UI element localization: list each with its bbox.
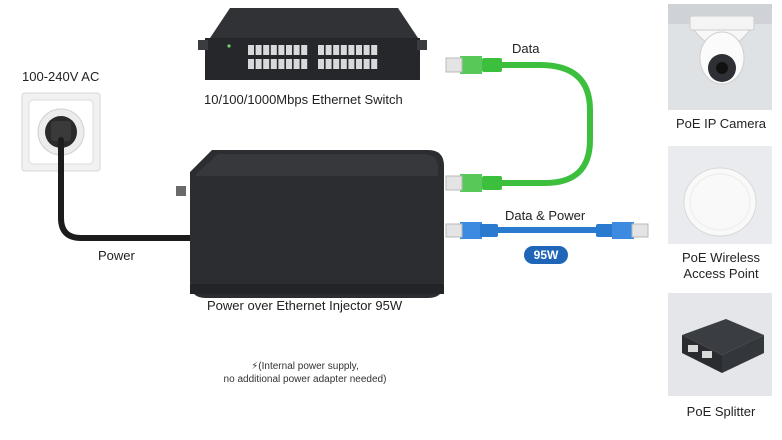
switch-port xyxy=(356,59,362,69)
data-label: Data xyxy=(512,41,540,56)
switch-port xyxy=(286,59,292,69)
switch-port xyxy=(363,59,370,69)
switch-port xyxy=(263,59,270,69)
power-cable xyxy=(58,137,195,241)
switch-port xyxy=(363,45,370,55)
data-power-label: Data & Power xyxy=(505,208,586,223)
switch-port xyxy=(318,59,324,69)
ethernet-switch-device xyxy=(198,8,427,80)
power-outlet-icon xyxy=(21,92,101,172)
switch-port xyxy=(248,45,254,55)
switch-port xyxy=(293,45,300,55)
switch-port xyxy=(340,45,347,55)
switch-port xyxy=(255,45,262,55)
note-line1: (Internal power supply, xyxy=(258,361,359,372)
switch-port xyxy=(348,45,355,55)
switch-port xyxy=(270,45,277,55)
switch-port xyxy=(333,45,340,55)
rj45-connector-icon xyxy=(445,56,502,74)
switch-port xyxy=(340,59,347,69)
rj45-connector-icon xyxy=(445,222,498,239)
poe-injector-device xyxy=(176,150,444,298)
switch-port xyxy=(301,45,308,55)
rj45-connector-icon xyxy=(596,222,649,239)
switch-port xyxy=(263,45,270,55)
switch-label: 10/100/1000Mbps Ethernet Switch xyxy=(204,92,403,107)
power-label: Power xyxy=(98,248,135,263)
ip-camera-image xyxy=(668,4,772,110)
switch-port xyxy=(301,59,308,69)
switch-port xyxy=(333,59,340,69)
device-caption-access-point: PoE Wireless Access Point xyxy=(681,250,761,281)
injector-label: Power over Ethernet Injector 95W xyxy=(207,298,403,313)
rj45-connector-icon xyxy=(445,174,502,192)
switch-port xyxy=(318,45,324,55)
wattage-badge: 95W xyxy=(524,246,568,264)
switch-port xyxy=(286,45,292,55)
switch-port xyxy=(348,59,355,69)
power-input-label: 100-240V AC xyxy=(22,69,100,84)
switch-port xyxy=(248,59,254,69)
switch-port xyxy=(356,45,362,55)
note-line2: no additional power adapter needed) xyxy=(223,374,387,385)
switch-port xyxy=(278,59,285,69)
device-caption-splitter: PoE Splitter xyxy=(686,404,756,419)
power-supply-note: ⚡(Internal power supply, no additional p… xyxy=(210,360,400,386)
switch-port xyxy=(371,45,378,55)
data-cable xyxy=(500,62,593,186)
switch-port xyxy=(325,59,332,69)
switch-port xyxy=(293,59,300,69)
splitter-image xyxy=(668,293,772,396)
switch-port xyxy=(278,45,285,55)
access-point-image xyxy=(668,146,772,244)
switch-port xyxy=(270,59,277,69)
switch-port xyxy=(371,59,378,69)
device-caption-camera: PoE IP Camera xyxy=(675,116,767,131)
switch-port xyxy=(255,59,262,69)
lightning-icon: ⚡ xyxy=(251,361,259,372)
switch-port xyxy=(325,45,332,55)
